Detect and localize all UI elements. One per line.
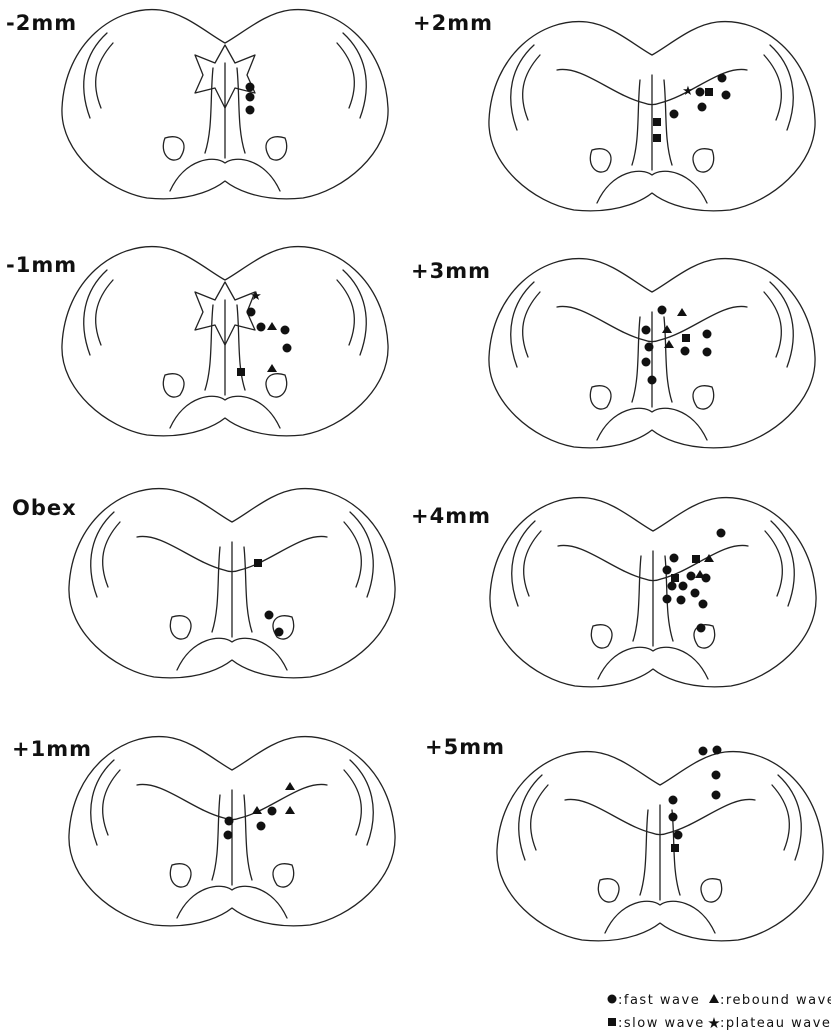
section-label: +5mm <box>425 735 505 759</box>
slow-wave-square-icon <box>608 1018 616 1026</box>
legend-item-slow-wave: :slow wave <box>608 1016 705 1031</box>
section-plus-5mm: +5mm <box>425 735 823 941</box>
legend-item-fast-wave: :fast wave <box>608 993 701 1008</box>
section-obex: Obex <box>12 489 395 678</box>
legend-label: :fast wave <box>618 993 700 1008</box>
legend-item-rebound-wave: :rebound wave <box>709 993 831 1008</box>
section-plus-4mm: +4mm <box>411 498 816 687</box>
rebound-wave-triangle-icon <box>709 994 719 1003</box>
section-label: +3mm <box>411 259 491 283</box>
section-plus-2mm: +2mm ★ <box>413 11 815 211</box>
section-plus-1mm: +1mm <box>12 737 395 926</box>
section-minus-2mm: -2mm <box>6 10 388 199</box>
legend: :fast wave :slow wave :rebound wave ★ :p… <box>608 993 831 1032</box>
fast-wave-dot-icon <box>608 995 617 1004</box>
legend-label: :slow wave <box>618 1016 705 1031</box>
section-label: Obex <box>12 496 77 520</box>
section-label: -2mm <box>6 11 77 35</box>
section-minus-1mm: -1mm ★ <box>6 247 388 436</box>
section-label: +4mm <box>411 504 491 528</box>
legend-label: :plateau wave <box>720 1016 831 1031</box>
section-plus-3mm: +3mm <box>411 259 815 448</box>
section-label: +2mm <box>413 11 493 35</box>
svg-text:★: ★ <box>250 288 262 303</box>
svg-text:★: ★ <box>682 83 694 98</box>
section-label: -1mm <box>6 253 77 277</box>
legend-item-plateau-wave: ★ :plateau wave <box>707 1015 831 1032</box>
legend-label: :rebound wave <box>720 993 831 1008</box>
plateau-wave-star-icon: ★ <box>707 1015 720 1032</box>
section-label: +1mm <box>12 737 92 761</box>
